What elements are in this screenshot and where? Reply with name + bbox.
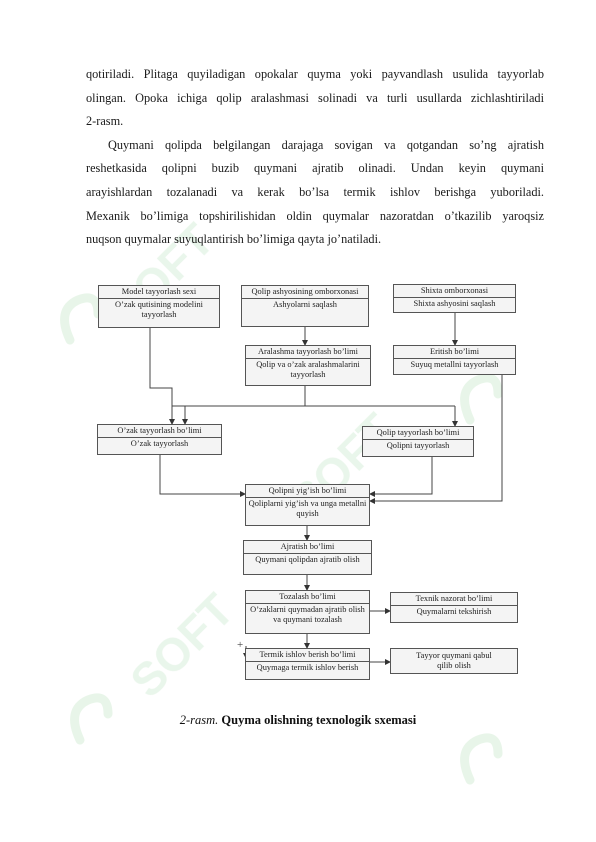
box-body: Qoliplarni yig’ish va unga metallni quyi… xyxy=(248,499,367,519)
text-line: olingan. Opoka ichiga qolip aralashmasi … xyxy=(86,90,544,105)
box-body: Quymaga termik ishlov berish xyxy=(256,663,359,673)
box-body: Suyuq metallni tayyorlash xyxy=(410,360,499,370)
box-title: Termik ishlov berish bo’limi xyxy=(246,649,369,663)
box-body: O’zak qutisining modelini tayyorlash xyxy=(115,300,203,320)
box-body: Qolip va o’zak aralashmalarini tayyorlas… xyxy=(256,360,360,380)
figure-caption: 2-rasm. Quyma olishning texnologik sxema… xyxy=(0,713,596,728)
box-title: Tayyor quymani qabul qilib olish xyxy=(416,651,492,671)
box-body: Ashyolarni saqlash xyxy=(273,300,337,310)
connector-model-core xyxy=(149,328,175,425)
box-finished-casting: Tayyor quymani qabul qilib olish xyxy=(390,648,518,674)
box-title: Qolipni yig’ish bo’limi xyxy=(246,485,369,499)
box-body: O’zaklarni quymadan ajratib olish va quy… xyxy=(250,605,365,625)
caption-title: Quyma olishning texnologik sxemasi xyxy=(221,713,417,727)
paragraph-1: qotiriladi. Plitaga quyiladigan opokalar… xyxy=(86,63,544,134)
paragraph-2: Quymani qolipda belgilangan darajaga sov… xyxy=(86,134,544,158)
box-cleaning: Tozalash bo’limi O’zaklarni quymadan ajr… xyxy=(245,590,370,634)
text-line: nuqson quymalar suyuqlantirish bo’limiga… xyxy=(86,232,382,247)
text-line: Quymani qolipda belgilangan darajaga sov… xyxy=(108,137,544,152)
box-body: Qolipni tayyorlash xyxy=(386,441,450,451)
box-model-shop: Model tayyorlash sexi O’zak qutisining m… xyxy=(98,285,220,328)
paragraph-2-cont: reshetkasida qolipni buzib quymani ajrat… xyxy=(86,157,544,251)
box-body: Quymani qolipdan ajratib olish xyxy=(255,555,360,565)
box-assembly: Qolipni yig’ish bo’limi Qoliplarni yig’i… xyxy=(245,484,370,526)
box-core: O’zak tayyorlash bo’limi O’zak tayyorlas… xyxy=(97,424,222,455)
box-heat-treatment: Termik ishlov berish bo’limi Quymaga ter… xyxy=(245,648,370,680)
box-title: Aralashma tayyorlash bo’limi xyxy=(246,346,370,360)
box-body: O’zak tayyorlash xyxy=(130,439,189,449)
box-title: Model tayyorlash sexi xyxy=(99,286,219,300)
box-material-store: Qolip ashyosining omborxonasi Ashyolarni… xyxy=(241,285,369,327)
text-line: reshetkasida qolipni buzib quymani ajrat… xyxy=(86,161,544,176)
connector-mold-assembly xyxy=(369,457,433,497)
text-line: qotiriladi. Plitaga quyiladigan opokalar… xyxy=(86,67,544,81)
text-line: arayishlardan tozalanadi va kerak bo’lsa… xyxy=(86,184,544,199)
connector-core-assembly xyxy=(159,455,246,497)
text-line: Mexanik bo’limiga topshirilishidan oldin… xyxy=(86,208,544,223)
box-mixing: Aralashma tayyorlash bo’limi Qolip va o’… xyxy=(245,345,371,386)
box-title: Qolip ashyosining omborxonasi xyxy=(242,286,368,300)
box-body: Quymalarni tekshirish xyxy=(416,607,492,617)
box-title: Shixta omborxonasi xyxy=(394,285,515,299)
box-title: Qolip tayyorlash bo’limi xyxy=(363,427,473,441)
box-title: Texnik nazorat bo’limi xyxy=(391,593,517,607)
box-body: Shixta ashyosini saqlash xyxy=(413,299,496,309)
box-mold: Qolip tayyorlash bo’limi Qolipni tayyorl… xyxy=(362,426,474,457)
box-inspection: Texnik nazorat bo’limi Quymalarni tekshi… xyxy=(390,592,518,623)
box-title: Eritish bo’limi xyxy=(394,346,515,360)
body-text: qotiriladi. Plitaga quyiladigan opokalar… xyxy=(86,63,544,252)
box-melting: Eritish bo’limi Suyuq metallni tayyorlas… xyxy=(393,345,516,375)
text-line: 2-rasm. xyxy=(86,114,124,129)
plus-mark: + xyxy=(237,639,244,651)
box-charge-store: Shixta omborxonasi Shixta ashyosini saql… xyxy=(393,284,516,313)
box-title: Tozalash bo’limi xyxy=(246,591,369,605)
caption-label: 2-rasm. xyxy=(179,713,219,727)
box-knockout: Ajratish bo’limi Quymani qolipdan ajrati… xyxy=(243,540,372,575)
box-title: O’zak tayyorlash bo’limi xyxy=(98,425,221,439)
box-title: Ajratish bo’limi xyxy=(244,541,371,555)
